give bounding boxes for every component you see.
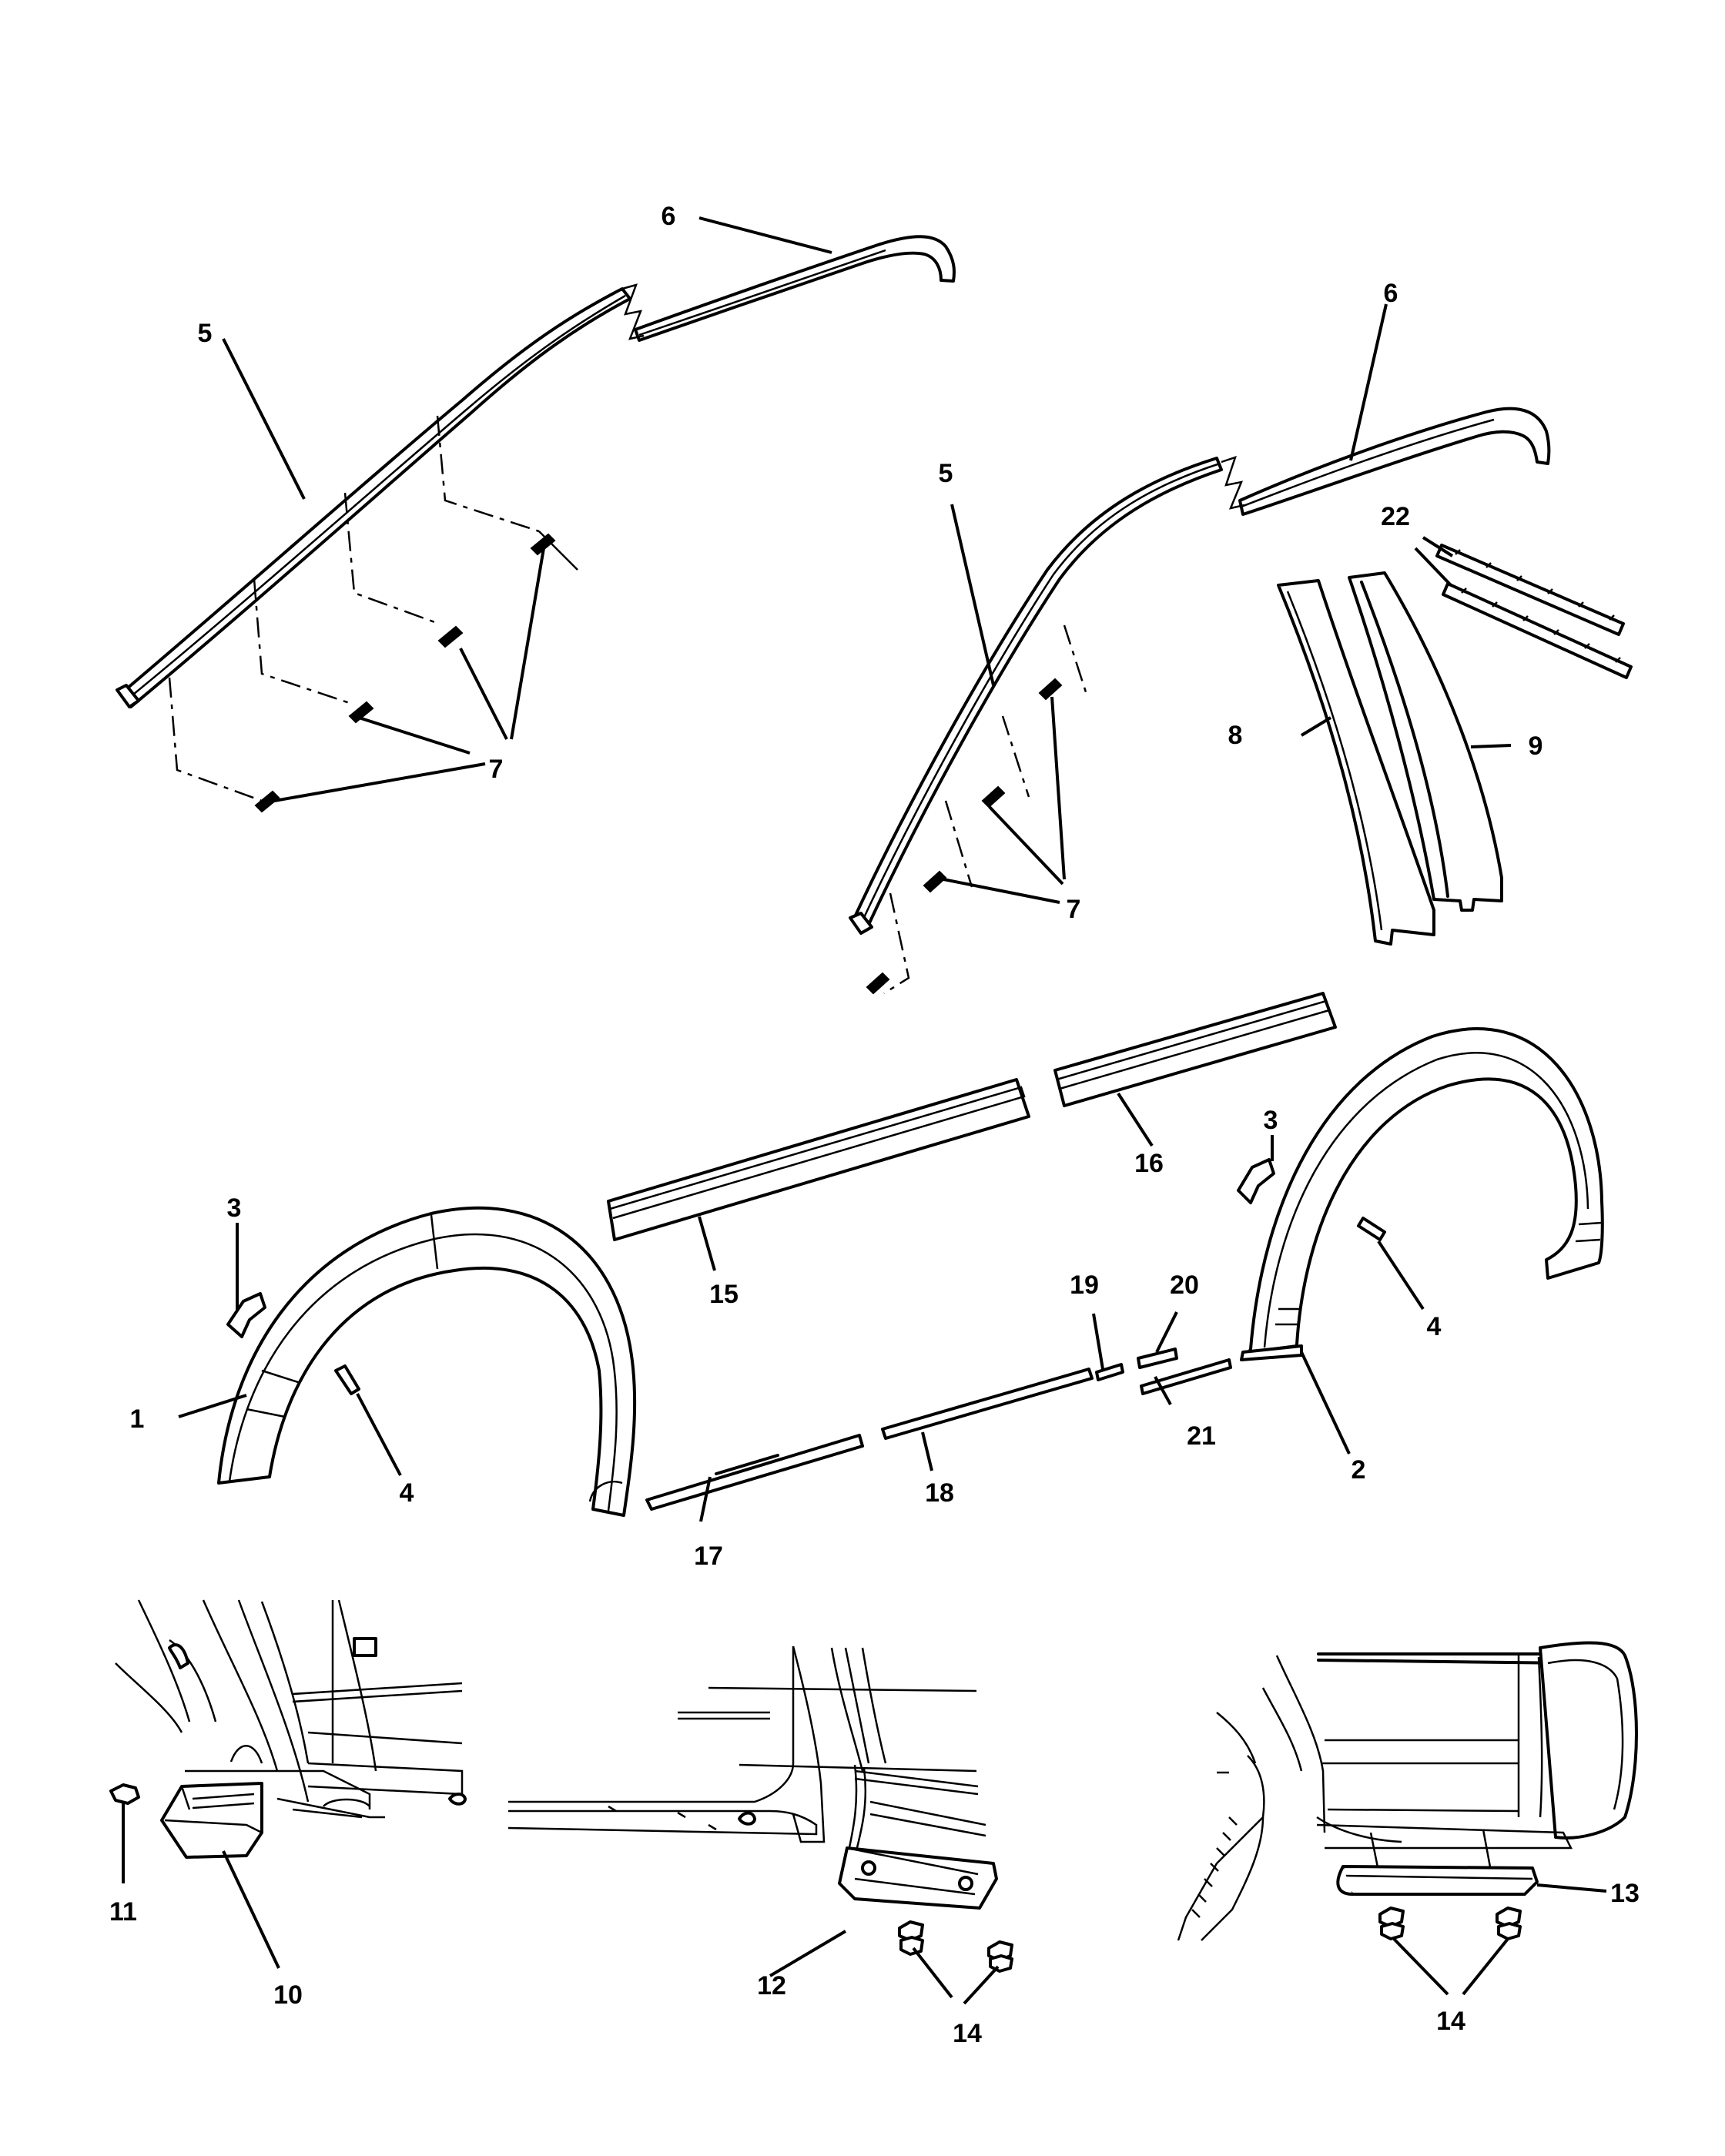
callout-6-right: 6 [1384,279,1398,308]
rocker-molding-center [881,1368,1094,1440]
clip-left-4 [530,533,556,556]
clip-left-3 [437,625,464,648]
callout-14-center: 14 [953,2019,982,2048]
callout-5-right: 5 [939,459,953,488]
callout-7-left: 7 [489,755,504,784]
callout-16: 16 [1134,1149,1164,1178]
callout-1: 1 [130,1404,145,1434]
rocker-molding-rear-lower [1140,1358,1232,1395]
shield-fastener-2 [1496,1907,1522,1928]
callout-21: 21 [1187,1421,1216,1451]
roof-molding-left-group [116,216,956,813]
roof-molding-rear-left [634,235,956,342]
clip-right-4 [1038,678,1063,701]
callout-11: 11 [109,1897,137,1927]
rear-wheel-flare [1248,1027,1604,1354]
callout-20: 20 [1170,1270,1199,1300]
callout-8: 8 [1228,721,1243,750]
roof-molding-front-right [852,457,1223,929]
splash-guard-screw [109,1783,140,1805]
callout-14-right: 14 [1436,2007,1465,2036]
rocker-molding-front [645,1434,864,1511]
callout-19: 19 [1070,1270,1099,1300]
front-wheel-flare [217,1206,637,1517]
door-moldings-group [607,992,1337,1271]
callout-6-left: 6 [662,202,676,231]
callout-labels: 1 2 3 3 4 4 5 5 6 6 7 7 8 9 10 11 12 13 … [109,202,1640,2048]
splash-fastener-center-1 [898,1920,924,1942]
callout-2: 2 [1352,1455,1366,1485]
callout-10: 10 [273,1980,303,2010]
clip-right-3 [981,785,1006,808]
callout-22: 22 [1381,502,1410,531]
roof-molding-front-left [120,287,631,708]
clip-left-2 [348,701,374,724]
callout-4-front: 4 [400,1478,414,1508]
rear-splash-guard-view [507,1645,1013,2005]
rear-fascia-splash-shield [1338,1865,1539,1896]
rear-fascia-view [1177,1641,1638,1996]
rocker-molding-end [1095,1363,1124,1381]
callout-18: 18 [925,1478,954,1508]
roof-molding-rear-right [1238,407,1551,516]
clip-right-1 [866,972,890,995]
callout-4-rear: 4 [1427,1312,1442,1341]
flare-clip-rear [1237,1158,1275,1204]
clip-right-2 [923,870,947,893]
pillar-seal-lower [1442,582,1633,679]
callout-17: 17 [694,1542,723,1571]
callout-9: 9 [1529,732,1543,761]
shield-fastener-1 [1378,1907,1405,1928]
rocker-moldings-group [645,1311,1232,1522]
callout-13: 13 [1610,1879,1640,1908]
pillar-applique-rear [1348,571,1503,912]
flare-rivet-rear [1357,1217,1386,1241]
rear-splash-guard [838,1846,998,1910]
pillar-appliques-group [1277,536,1633,946]
callout-5-left: 5 [198,319,213,348]
front-wheel-flare-group [178,1206,637,1517]
flare-clip-front [226,1292,266,1338]
pillar-seal-upper [1435,544,1625,636]
rocker-molding-rear-upper [1137,1348,1178,1369]
callout-7-right: 7 [1067,895,1081,924]
callout-3-front: 3 [227,1194,242,1223]
flare-rivet-front [334,1364,360,1395]
roof-molding-right-group [849,303,1551,995]
front-splash-guard-view [109,1599,467,1969]
callout-15: 15 [709,1280,739,1309]
callout-3-rear: 3 [1264,1106,1278,1135]
callout-12: 12 [757,1971,786,2000]
rear-wheel-flare-group [1237,1027,1604,1455]
front-door-molding [607,1078,1030,1241]
